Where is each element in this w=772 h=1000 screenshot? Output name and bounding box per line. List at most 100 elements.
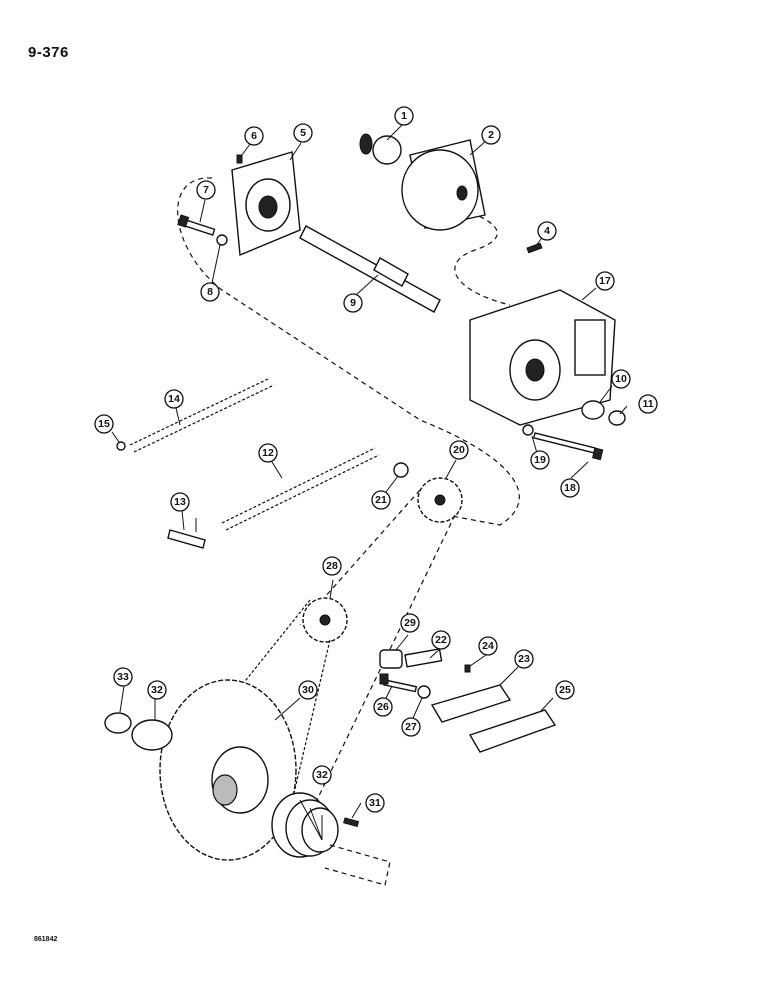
callout-11: 11 — [638, 394, 658, 414]
callout-number: 28 — [326, 560, 338, 572]
adjuster-bolt — [404, 648, 443, 668]
callout-number: 10 — [615, 373, 627, 385]
callout-number: 8 — [207, 286, 213, 298]
lock-nut — [216, 234, 228, 246]
callout-number: 22 — [435, 634, 447, 646]
washer — [581, 400, 605, 420]
callout-25: 25 — [555, 680, 575, 700]
callout-number: 27 — [405, 721, 417, 733]
callout-18: 18 — [560, 478, 580, 498]
long-bolt — [532, 432, 604, 461]
flange-housing — [231, 151, 301, 257]
callout-7: 7 — [196, 180, 216, 200]
nut — [417, 685, 431, 699]
chain-pin — [116, 441, 126, 451]
callout-number: 18 — [564, 482, 576, 494]
callout-12: 12 — [258, 443, 278, 463]
sprocket-hub — [434, 494, 446, 506]
callout-4: 4 — [537, 221, 557, 241]
callout-number: 24 — [482, 640, 494, 652]
connecting-link — [167, 518, 206, 549]
callout-5: 5 — [293, 123, 313, 143]
roller-chain — [129, 377, 275, 453]
callout-14: 14 — [164, 389, 184, 409]
assembly-path — [177, 177, 520, 526]
set-screw — [464, 664, 471, 673]
callout-number: 20 — [453, 444, 465, 456]
callout-number: 9 — [350, 297, 356, 309]
snap-ring — [104, 712, 132, 734]
pulley-drum — [401, 139, 486, 231]
shaft — [299, 225, 441, 313]
sprocket-hub — [319, 614, 331, 626]
key — [343, 817, 360, 828]
callout-1: 1 — [394, 106, 414, 126]
bolt — [379, 673, 418, 693]
callout-13: 13 — [170, 492, 190, 512]
callout-9: 9 — [343, 293, 363, 313]
washer — [522, 424, 534, 436]
gearbox — [469, 289, 616, 426]
callout-31: 31 — [365, 793, 385, 813]
callout-24: 24 — [478, 636, 498, 656]
callout-number: 17 — [599, 275, 611, 287]
callout-number: 7 — [203, 184, 209, 196]
bolt — [177, 214, 216, 236]
slide-bar — [468, 709, 557, 753]
callout-30: 30 — [298, 680, 318, 700]
callout-number: 4 — [544, 225, 550, 237]
callout-number: 25 — [559, 684, 571, 696]
callout-8: 8 — [200, 282, 220, 302]
callout-number: 26 — [377, 701, 389, 713]
callout-number: 15 — [98, 418, 110, 430]
callout-20: 20 — [449, 440, 469, 460]
callout-23: 23 — [514, 649, 534, 669]
spacer — [379, 649, 403, 669]
callout-19: 19 — [530, 450, 550, 470]
snap-ring — [608, 410, 626, 426]
page-number: 9-376 — [28, 44, 69, 61]
callout-number: 33 — [117, 671, 129, 683]
callout-22: 22 — [431, 630, 451, 650]
roller-chain — [221, 447, 380, 531]
callout-number: 14 — [168, 393, 180, 405]
callout-number: 2 — [488, 129, 494, 141]
washer — [131, 719, 173, 751]
adjuster-bar — [430, 684, 512, 723]
callout-number: 6 — [251, 130, 257, 142]
callout-number: 21 — [375, 494, 387, 506]
snap-ring — [393, 462, 409, 478]
callout-21: 21 — [371, 490, 391, 510]
callout-number: 1 — [401, 110, 407, 122]
callout-26: 26 — [373, 697, 393, 717]
drive-chain — [299, 489, 456, 836]
callout-6: 6 — [244, 126, 264, 146]
large-gear — [159, 679, 297, 861]
assembly-path — [444, 205, 511, 306]
callout-29: 29 — [400, 613, 420, 633]
callout-17: 17 — [595, 271, 615, 291]
callout-number: 29 — [404, 617, 416, 629]
callout-number: 11 — [642, 398, 653, 410]
callout-10: 10 — [611, 369, 631, 389]
callout-number: 32 — [316, 769, 328, 781]
triple-pulley — [271, 792, 339, 858]
callout-number: 19 — [534, 454, 546, 466]
callout-28: 28 — [322, 556, 342, 576]
callout-32: 32 — [147, 680, 167, 700]
callout-number: 13 — [174, 496, 186, 508]
callout-number: 31 — [369, 797, 381, 809]
callout-number: 23 — [518, 653, 530, 665]
callout-15: 15 — [94, 414, 114, 434]
set-screw — [236, 154, 243, 164]
callout-number: 30 — [302, 684, 314, 696]
callout-32: 32 — [312, 765, 332, 785]
callout-number: 32 — [151, 684, 163, 696]
leader-lines — [111, 122, 628, 841]
callout-27: 27 — [401, 717, 421, 737]
shaft-stub — [324, 844, 391, 886]
callout-2: 2 — [481, 125, 501, 145]
callout-number: 12 — [262, 447, 274, 459]
figure-code: 861842 — [34, 936, 58, 943]
